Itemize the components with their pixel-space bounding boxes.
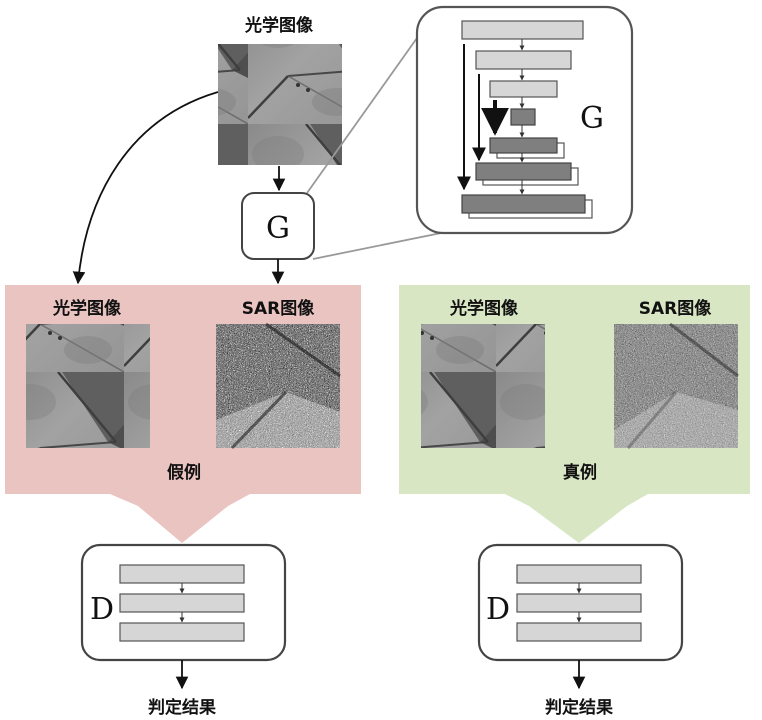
dec-layer-1 xyxy=(489,137,558,154)
d-right-layer-3 xyxy=(516,622,642,642)
enc-layer-2 xyxy=(475,50,572,70)
bottleneck-layer xyxy=(510,108,536,126)
discriminator-label-left: D xyxy=(90,592,114,627)
enc-layer-1 xyxy=(461,20,584,40)
zoom-line-top xyxy=(306,37,418,194)
generator-encoder xyxy=(461,20,584,126)
fake-optical-image xyxy=(26,324,150,448)
dec-layer-2 xyxy=(475,162,572,181)
fake-sar-label: SAR图像 xyxy=(242,299,315,319)
fake-sar-image xyxy=(216,322,341,450)
generator-detail-label: G xyxy=(580,101,604,136)
fake-caption: 假例 xyxy=(167,462,201,483)
real-optical-label: 光学图像 xyxy=(449,298,519,319)
d-left-layer-2 xyxy=(119,593,245,613)
enc-layer-3 xyxy=(489,80,558,98)
d-left-layer-1 xyxy=(119,564,245,584)
real-optical-image xyxy=(421,324,545,448)
optical-to-fake-arrow xyxy=(72,91,219,285)
fake-optical-label: 光学图像 xyxy=(52,298,122,319)
top-optical-image xyxy=(218,44,342,165)
generator-label: G xyxy=(266,211,290,246)
real-to-d-arrow xyxy=(505,494,648,543)
zoom-line-bottom xyxy=(312,231,447,260)
generator-decoder xyxy=(461,137,593,219)
result-label-right: 判定结果 xyxy=(545,697,613,718)
real-sar-label: SAR图像 xyxy=(639,299,712,319)
discriminator-label-right: D xyxy=(486,592,510,627)
d-left-layer-3 xyxy=(119,622,245,642)
real-caption: 真例 xyxy=(563,462,597,483)
result-label-left: 判定结果 xyxy=(148,697,216,718)
d-right-layer-1 xyxy=(516,564,642,584)
fake-to-d-arrow xyxy=(110,494,250,543)
d-right-layer-2 xyxy=(516,593,642,613)
real-sar-image xyxy=(614,322,739,449)
top-optical-label: 光学图像 xyxy=(244,15,314,36)
dec-layer-3 xyxy=(461,194,586,214)
